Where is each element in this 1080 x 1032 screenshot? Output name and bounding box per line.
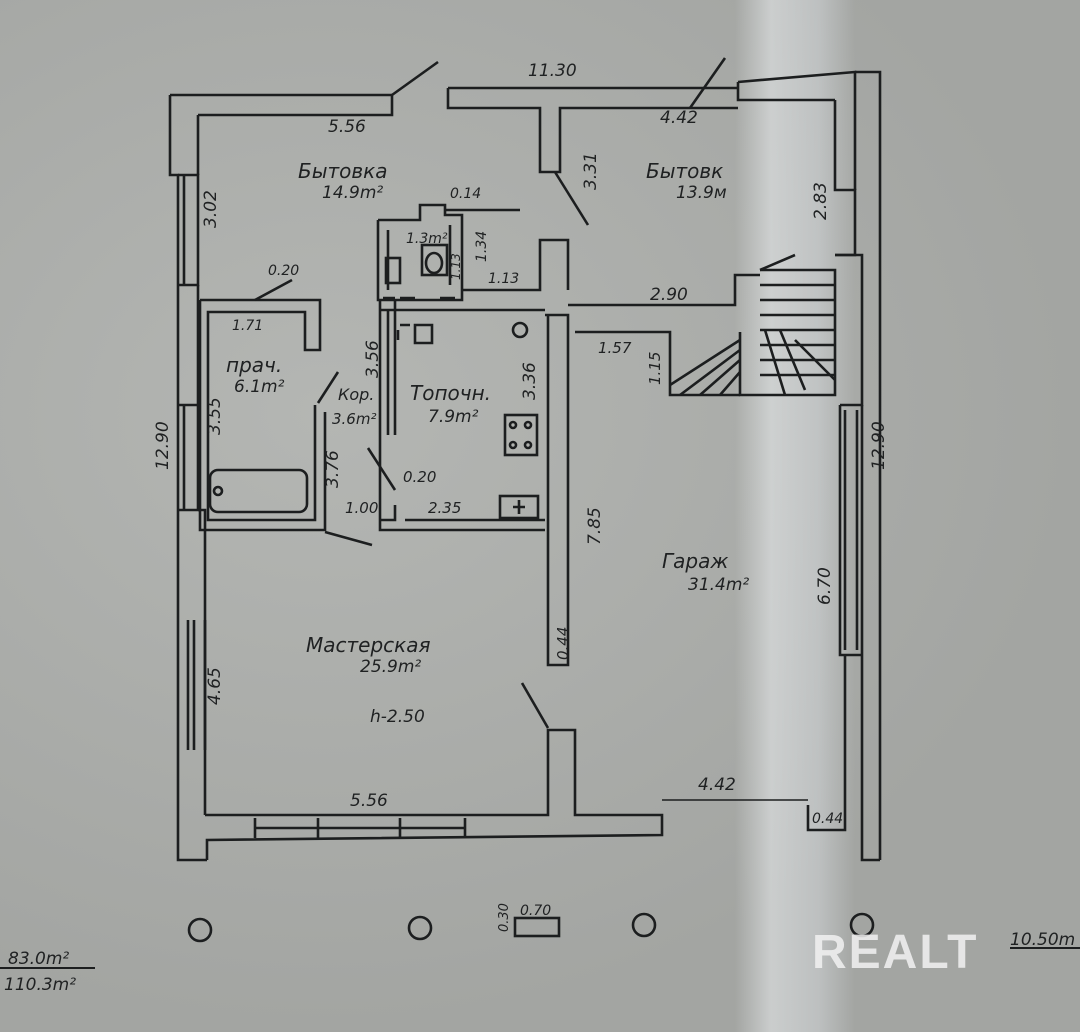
column-2 xyxy=(407,915,433,941)
dim-left-total: 12.90 xyxy=(153,421,173,470)
total-areas: 83.0m² 110.3m² xyxy=(4,949,76,995)
dim-kitchen-w: 2.35 xyxy=(428,499,461,517)
walls xyxy=(168,57,882,862)
dim-stair-w: 2.90 xyxy=(650,285,688,305)
dim-wc-inner: 1.13 xyxy=(449,253,463,280)
column-4 xyxy=(849,912,875,938)
room-bytovka2-name: Бытовк xyxy=(646,159,723,183)
room-bytovka1-area: 14.9m² xyxy=(322,183,383,203)
dim-kitchen-wall: 0.20 xyxy=(403,468,436,486)
dim-garage-h: 6.70 xyxy=(815,567,835,605)
room-wc-area: 1.3m² xyxy=(406,231,448,247)
dim-bottom-thick: 0.44 xyxy=(812,811,843,827)
dim-shower-h: 3.55 xyxy=(205,397,225,435)
dim-corr-left: 3.56 xyxy=(363,340,383,378)
room-labels: Бытовка 14.9m² 1.3m² Бытовк 13.9м прач. … xyxy=(226,159,749,727)
dim-top-right: 4.42 xyxy=(660,108,698,128)
dim-column-w: 0.70 xyxy=(520,903,551,919)
room-workshop-name: Мастерская xyxy=(306,633,431,657)
dim-stair-h: 1.15 xyxy=(646,352,664,385)
dim-wc-w: 1.13 xyxy=(488,271,519,287)
room-corr-name: Кор. xyxy=(338,385,374,404)
column-1 xyxy=(187,917,213,943)
columns xyxy=(187,912,875,943)
dim-wc-top: 0.14 xyxy=(450,186,481,202)
total-area-1: 83.0m² xyxy=(8,949,69,969)
dim-center-long: 7.85 xyxy=(585,507,605,545)
total-lines xyxy=(0,947,1080,969)
dim-bottom-right: 4.42 xyxy=(698,775,736,795)
column-3 xyxy=(631,912,657,938)
room-workshop-area: 25.9m² xyxy=(360,657,421,677)
room-garage-name: Гараж xyxy=(662,549,728,573)
dim-right-total: 12.90 xyxy=(869,421,889,470)
dimension-labels: 11.30 5.56 4.42 3.02 3.31 2.83 0.14 1.34… xyxy=(153,61,1075,950)
room-shower-area: 6.1m² xyxy=(234,377,285,397)
dim-bytovka-left: 3.02 xyxy=(201,190,221,228)
dim-center-thick: 0.44 xyxy=(554,627,572,660)
room-bytovka1-name: Бытовка xyxy=(298,159,388,183)
room-bytovka2-area: 13.9м xyxy=(676,183,727,203)
dim-shower-wall: 0.20 xyxy=(268,263,299,279)
room-kitchen-name: Топочн. xyxy=(410,381,491,405)
dim-top-left: 5.56 xyxy=(328,117,366,137)
dim-bytovka2-right: 2.83 xyxy=(811,182,831,220)
dim-column-h: 0.30 xyxy=(497,903,512,932)
dim-top-total: 11.30 xyxy=(528,61,577,81)
dim-kitchen-h: 3.36 xyxy=(520,362,540,400)
room-garage-area: 31.4m² xyxy=(688,575,749,595)
dim-workshop-h: 4.65 xyxy=(205,667,225,705)
dim-corr-w: 1.00 xyxy=(345,499,378,517)
room-corr-area: 3.6m² xyxy=(332,410,376,428)
dim-wc-h: 1.34 xyxy=(474,231,490,262)
room-kitchen-area: 7.9m² xyxy=(428,407,479,427)
dim-bottom-left: 5.56 xyxy=(350,791,388,811)
total-area-2: 110.3m² xyxy=(4,975,76,995)
dim-corr-right: 3.76 xyxy=(323,450,343,488)
column-base xyxy=(513,916,561,938)
dim-outer-right: 10.50m xyxy=(1010,930,1075,950)
dim-center-wall: 3.31 xyxy=(581,152,601,190)
room-height: h-2.50 xyxy=(370,707,425,727)
dim-shower-w: 1.71 xyxy=(232,318,263,334)
realt-watermark-logo: REALT xyxy=(812,926,979,979)
dim-stair-landing: 1.57 xyxy=(598,339,632,357)
room-shower-name: прач. xyxy=(226,353,282,377)
